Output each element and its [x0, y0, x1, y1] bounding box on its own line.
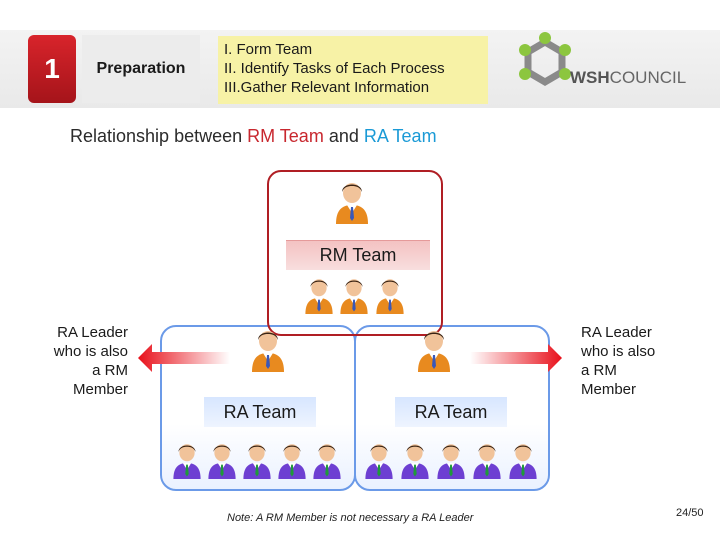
ra-member-person-icon	[173, 444, 201, 480]
step-name: Preparation	[82, 35, 200, 103]
arrow-right-icon	[470, 344, 562, 372]
ra-member-person-icon	[509, 444, 537, 480]
ra-member-person-icon	[278, 444, 306, 480]
ra-member-person-icon	[313, 444, 341, 480]
footnote: Note: A RM Member is not necessary a RA …	[227, 512, 474, 524]
page-number: 24/50	[676, 507, 704, 519]
step-item: I. Form Team	[224, 41, 313, 58]
rm-leader-person-icon	[336, 183, 368, 224]
ra-member-person-icon	[437, 444, 465, 480]
ra-member-person-icon	[365, 444, 393, 480]
rm-member-person-icon	[305, 279, 333, 315]
ra-member-person-icon	[243, 444, 271, 480]
rm-member-person-icon	[376, 279, 404, 315]
logo-text: WSHCOUNCIL	[570, 68, 687, 87]
wsh-logo-icon	[519, 32, 571, 87]
ra-member-person-icon	[208, 444, 236, 480]
ra-member-person-icon	[473, 444, 501, 480]
ra-leader-note-left: RA Leader who is also a RM Member	[53, 324, 128, 398]
ra-leader-person-icon	[418, 331, 450, 372]
step-number-badge: 1	[28, 35, 76, 103]
step-item: II. Identify Tasks of Each Process	[224, 60, 445, 77]
ra-member-person-icon	[401, 444, 429, 480]
arrow-left-icon	[138, 344, 230, 372]
rm-team-label: RM Team	[286, 240, 430, 270]
step-list: I. Form Team II. Identify Tasks of Each …	[218, 36, 488, 104]
page-subtitle: Relationship between RM Team and RA Team	[70, 126, 437, 146]
rm-member-person-icon	[340, 279, 368, 315]
ra-leader-note-right: RA Leader who is also a RM Member	[581, 324, 656, 398]
rm-team-frame	[267, 170, 443, 336]
ra-team-right-label: RA Team	[395, 397, 507, 427]
ra-team-left-label: RA Team	[204, 397, 316, 427]
ra-leader-person-icon	[252, 331, 284, 372]
step-item: III.Gather Relevant Information	[224, 79, 430, 96]
